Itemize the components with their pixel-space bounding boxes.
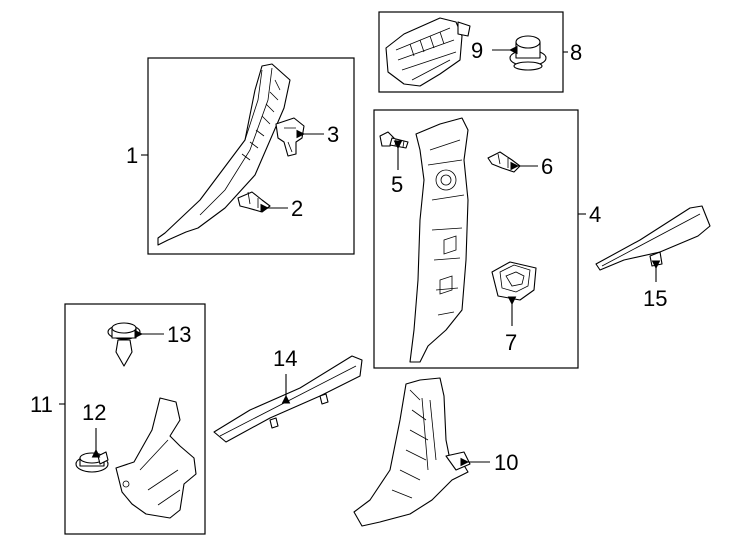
grommet-part-9	[509, 35, 547, 71]
callout-12: 12	[82, 400, 106, 425]
callout-3: 3	[327, 122, 339, 147]
bracket-part-6	[487, 151, 521, 173]
callout-9: 9	[471, 38, 483, 63]
callout-11: 11	[30, 392, 53, 417]
callout-10: 10	[494, 450, 518, 475]
a-pillar-trim-part	[157, 63, 291, 246]
retainer-part-3	[275, 117, 305, 157]
callout-7: 7	[505, 330, 517, 355]
callout-1: 1	[126, 143, 138, 168]
callout-15: 15	[643, 286, 667, 311]
callout-13: 13	[167, 322, 191, 347]
callout-5: 5	[391, 172, 403, 197]
callout-4: 4	[589, 202, 601, 227]
vent-cover-part-7	[491, 261, 537, 301]
callout-8: 8	[570, 40, 582, 65]
group-box-11	[64, 303, 206, 535]
push-clip-part-12	[75, 451, 109, 473]
lower-pillar-trim-part	[353, 377, 471, 527]
group-box-1	[147, 57, 355, 255]
callout-2: 2	[291, 196, 303, 221]
quarter-trim-part	[115, 397, 197, 519]
trim-part-15	[595, 205, 711, 271]
b-pillar-trim-part	[409, 117, 469, 363]
callout-14: 14	[273, 346, 297, 371]
clip-part-2	[237, 191, 271, 213]
module-part-8	[385, 17, 471, 87]
callout-6: 6	[541, 154, 553, 179]
group-box-4	[373, 109, 579, 369]
push-pin-part-13	[107, 322, 141, 367]
screw-part-5	[379, 131, 409, 149]
